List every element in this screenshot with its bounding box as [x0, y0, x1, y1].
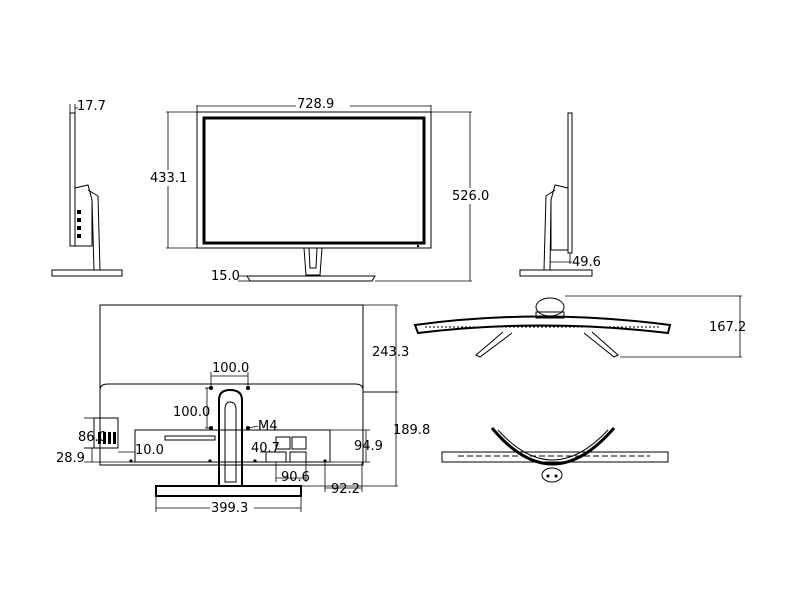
bottom-view: [441, 427, 669, 483]
side-left-panel: [69, 112, 76, 247]
front-bezel-bottom-label: 15.0: [211, 269, 240, 284]
rear-lower-housing: [134, 429, 331, 463]
top-view: 167.2: [413, 295, 746, 358]
rear-port-block-left: [93, 417, 119, 449]
front-stand-neck: [303, 247, 323, 276]
front-base: [246, 275, 376, 282]
side-right-panel: [567, 112, 573, 254]
front-screen: [202, 116, 426, 245]
top-view-leg-left: [475, 331, 513, 358]
bottom-view-body: [441, 451, 669, 463]
side-view-right: 49.6: [519, 112, 601, 277]
side-left-thickness-label: 17.7: [77, 99, 106, 114]
rear-ports-offset-label: 10.0: [135, 443, 164, 458]
top-view-panel: [413, 315, 672, 335]
side-left-body: [74, 184, 93, 247]
rear-ports-height-label: 86.0: [78, 430, 107, 445]
rear-stand-neck: [218, 388, 243, 487]
rear-height-label: 243.3: [372, 345, 409, 360]
front-panel-height-label: 433.1: [150, 171, 187, 186]
side-left-buttons: [77, 210, 81, 238]
bottom-view-arc: [490, 427, 616, 466]
front-width-label: 728.9: [297, 97, 334, 112]
side-left-neck: [87, 189, 101, 271]
rear-ports-bottom-label: 28.9: [56, 451, 85, 466]
rear-stand-height-label: 189.8: [393, 423, 430, 438]
rear-vesa-h-label: 100.0: [212, 361, 249, 376]
side-right-body: [550, 184, 569, 251]
rear-speaker-bar: [164, 435, 216, 441]
front-outer-frame: [196, 111, 432, 249]
top-view-leg-right: [583, 331, 619, 358]
rear-base: [155, 485, 302, 497]
rear-panel: [99, 304, 364, 466]
front-power-led: [416, 244, 420, 248]
rear-screw-label: M4: [258, 419, 278, 434]
rear-base-width-label: 399.3: [211, 501, 248, 516]
bottom-view-hub: [541, 467, 563, 483]
rear-stand-slot: [224, 401, 237, 483]
front-stand-neck-inner: [308, 247, 318, 269]
rear-right-offset-label: 92.2: [331, 482, 360, 497]
front-total-height-label: 526.0: [452, 189, 489, 204]
side-left-base: [51, 269, 123, 277]
front-view: 728.9 433.1 526.0 15.0: [150, 97, 489, 284]
side-right-neck: [543, 189, 556, 271]
rear-vesa-v-label: 100.0: [173, 405, 210, 420]
top-view-hub: [535, 297, 565, 317]
bottom-view-arc-inner: [497, 429, 609, 461]
rear-housing: [99, 383, 364, 391]
rear-port-block-offset-label: 90.6: [281, 470, 310, 485]
rear-port-block-width-label: 40.7: [251, 441, 280, 456]
side-right-depth-label: 49.6: [572, 255, 601, 270]
top-view-hub-base: [535, 311, 565, 319]
top-depth-label: 167.2: [709, 320, 746, 335]
rear-right-height-label: 94.9: [354, 439, 383, 454]
side-right-base: [519, 269, 593, 277]
side-view-left: 17.7: [51, 99, 123, 277]
rear-view: 100.0 100.0 M4 243.3 189.8 94.9 86.0 10.…: [56, 304, 430, 516]
